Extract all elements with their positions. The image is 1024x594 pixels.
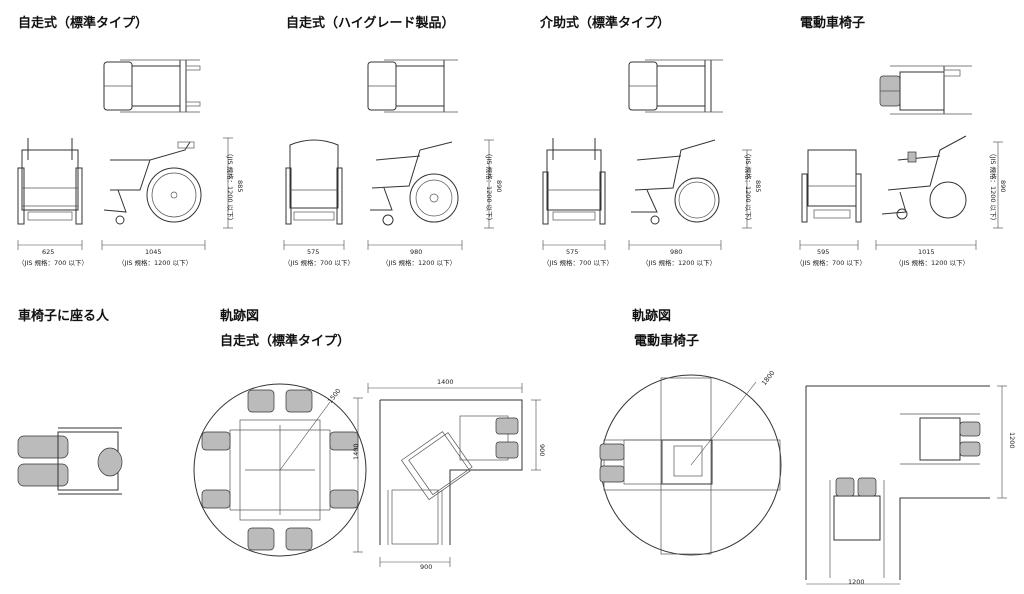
person-title: 車椅子に座る人 xyxy=(18,309,110,324)
section-title-assist: 介助式（標準タイプ） xyxy=(540,16,671,31)
section-title-electric: 電動車椅子 xyxy=(800,16,866,31)
electric-dimension-lines xyxy=(799,141,1003,250)
electric-length-note: （JIS 規格：1200 以下） xyxy=(895,259,970,267)
electric-top-view xyxy=(879,65,972,115)
trajectory-electric-title: 軌跡図 xyxy=(632,309,672,324)
standard-width-value: 625 xyxy=(42,248,55,256)
highgrade-dimension-lines xyxy=(283,139,494,250)
standard-dimension-lines xyxy=(17,137,233,250)
assist-height-value: 885 xyxy=(754,180,762,193)
electric-side-view xyxy=(881,135,967,220)
electric-height-value: 890 xyxy=(999,180,1007,193)
trajectory-standard-subtitle: 自走式（標準タイプ） xyxy=(220,334,351,349)
trajectory-electric-corridor-side: 1200 xyxy=(1008,432,1016,449)
trajectory-standard-title: 軌跡図 xyxy=(220,309,260,324)
standard-width-note: （JIS 規格：700 以下） xyxy=(18,259,88,267)
highgrade-side-view xyxy=(370,141,459,226)
standard-front-view xyxy=(17,138,83,225)
electric-front-view xyxy=(801,149,862,223)
wheelchair-standard-drawings xyxy=(17,59,233,250)
trajectory-electric-subtitle: 電動車椅子 xyxy=(634,334,700,349)
assist-length-note: （JIS 規格：1200 以下） xyxy=(642,259,717,267)
electric-width-note: （JIS 規格：700 以下） xyxy=(796,259,866,267)
highgrade-front-view xyxy=(285,139,343,225)
assist-height-note: （JIS 規格：1200 以下） xyxy=(744,150,752,225)
trajectory-standard-depth: 1400 xyxy=(352,443,360,460)
trajectory-standard-corridor-bottom: 900 xyxy=(420,563,433,571)
standard-length-value: 1045 xyxy=(145,248,162,256)
wheelchair-electric-drawings xyxy=(799,65,1003,250)
standard-length-note: （JIS 規格：1200 以下） xyxy=(118,259,193,267)
electric-height-note: （JIS 規格：1200 以下） xyxy=(989,150,997,225)
trajectory-electric-corridor-bottom: 1200 xyxy=(848,578,865,586)
wheelchair-highgrade-drawings xyxy=(283,59,494,250)
assist-length-value: 980 xyxy=(670,248,683,256)
standard-side-view xyxy=(103,141,202,225)
electric-length-value: 1015 xyxy=(918,248,935,256)
highgrade-width-value: 575 xyxy=(307,248,320,256)
highgrade-length-note: （JIS 規格：1200 以下） xyxy=(382,259,457,267)
trajectory-standard-corridor: 900 xyxy=(538,444,546,457)
highgrade-length-value: 980 xyxy=(410,248,423,256)
standard-height-note: （JIS 規格：1200 以下） xyxy=(226,150,234,225)
trajectory-electric-circle-drawing xyxy=(599,374,782,556)
highgrade-width-note: （JIS 規格：700 以下） xyxy=(284,259,354,267)
assist-width-note: （JIS 規格：700 以下） xyxy=(543,259,613,267)
trajectory-standard-width: 1400 xyxy=(437,378,454,386)
trajectory-standard-circle-drawing xyxy=(193,383,367,557)
electric-width-value: 595 xyxy=(817,248,830,256)
person-top-view xyxy=(17,427,123,495)
wheelchair-assist-drawings xyxy=(542,59,752,250)
trajectory-standard-corner-drawing xyxy=(353,383,541,567)
highgrade-height-note: （JIS 規格：1200 以下） xyxy=(485,150,493,225)
standard-height-value: 885 xyxy=(236,180,244,193)
assist-dimension-lines xyxy=(542,149,752,250)
highgrade-top-view xyxy=(367,59,458,113)
standard-top-view xyxy=(103,59,201,113)
section-title-highgrade: 自走式（ハイグレード製品） xyxy=(286,16,455,31)
assist-width-value: 575 xyxy=(566,248,579,256)
assist-side-view xyxy=(631,139,720,225)
highgrade-height-value: 890 xyxy=(495,180,503,193)
assist-top-view xyxy=(628,59,723,113)
trajectory-electric-corner-drawing xyxy=(805,385,1007,585)
section-title-standard: 自走式（標準タイプ） xyxy=(18,16,149,31)
assist-front-view xyxy=(542,138,606,225)
